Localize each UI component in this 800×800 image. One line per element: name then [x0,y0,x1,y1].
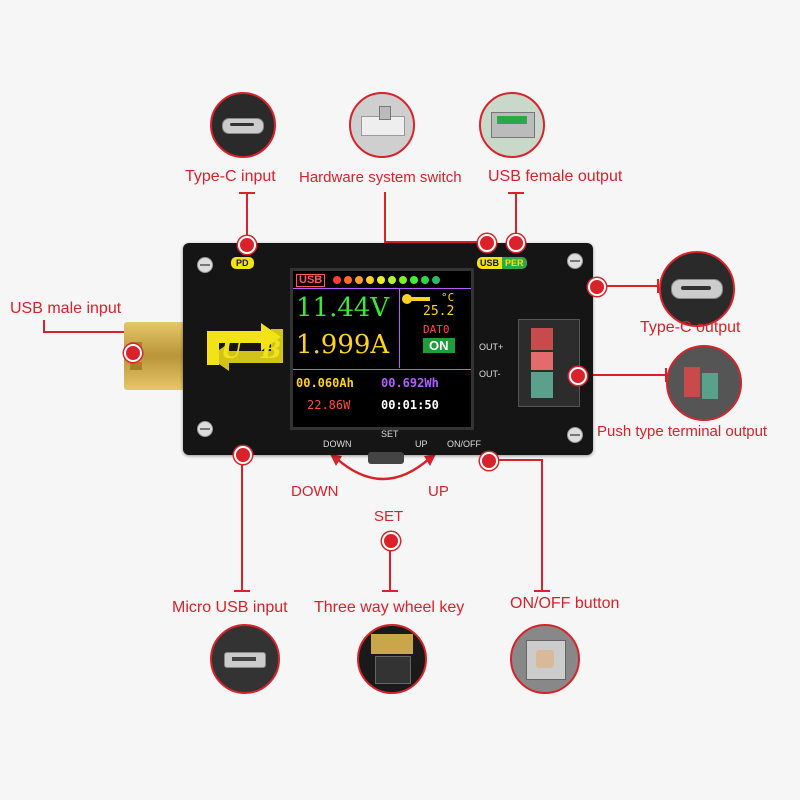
usb-logo-icon [207,323,283,371]
onoff-button-photo [510,624,580,694]
typec-output-dot [588,278,606,296]
data-mode: DAT0 [423,323,450,336]
usb-male-line-v [43,320,45,332]
level-indicator [333,276,440,284]
wheel-key-line-v [389,547,391,591]
down-silk-label: DOWN [323,439,352,449]
logo-letter-b: B [261,335,282,364]
temperature-readout: 25.2 [423,304,455,319]
voltage-readout: 11.44V [296,293,390,323]
hw-switch-line-h [384,241,486,243]
typec-input-line-v [246,192,248,244]
screw-icon [567,427,583,443]
energy-readout: 00.692Wh [381,376,439,390]
wheel-key-photo [357,624,427,694]
out-plus-label: OUT+ [479,342,504,352]
usb-female-output-label: USB female output [488,168,623,185]
out-minus-label: OUT- [479,369,501,379]
onoff-silk-label: ON/OFF [447,439,481,449]
hw-switch-dot [478,234,496,252]
up-silk-label: UP [415,439,428,449]
typec-input-label: Type-C input [185,168,276,185]
hw-switch-label: Hardware system switch [299,169,462,186]
typec-output-line-cap [657,279,659,293]
screw-icon [567,253,583,269]
per-badge-label: PER [502,257,527,269]
wheel-direction-arrow-icon [330,454,436,481]
typec-output-label: Type-C output [640,319,741,336]
up-label: UP [428,483,449,500]
temperature-unit: °C [441,291,455,304]
micro-usb-dot [234,446,252,464]
micro-usb-photo [210,624,280,694]
micro-usb-line-cap [234,590,250,592]
down-label: DOWN [291,483,339,500]
time-readout: 00:01:50 [381,398,439,412]
typec-input-photo [210,92,276,158]
usb-male-line-h [43,331,128,333]
usb-badge-label: USB [477,257,503,269]
hw-switch-photo [349,92,415,158]
set-silk-label: SET [381,429,399,439]
capacity-readout: 00.060Ah [296,376,354,390]
push-terminal-line-h [578,374,666,376]
usb-female-line-cap [508,192,524,194]
push-terminal-photo [666,345,742,421]
wheel-key-line-cap [382,590,398,592]
hw-switch-line-v [384,192,386,243]
onoff-dot [480,452,498,470]
micro-usb-input-label: Micro USB input [172,599,288,616]
onoff-line-h [488,459,543,461]
push-terminal-dot [569,367,587,385]
usb-female-line-v [515,192,517,240]
current-readout: 1.999A [296,330,390,360]
state-badge: ON [423,338,455,353]
onoff-line-cap [534,590,550,592]
push-terminal-label: Push type terminal output [597,423,768,440]
usb-per-dot [507,234,525,252]
screw-icon [197,421,213,437]
logo-letter-u: U [221,335,242,364]
set-label: SET [374,508,404,525]
wheel-key-label: Three way wheel key [314,599,465,616]
usb-male-dot [124,344,142,362]
thermometer-icon [402,294,430,304]
set-dot [382,532,400,550]
three-way-wheel-key[interactable] [368,452,404,464]
push-terminal[interactable] [518,319,580,407]
screw-icon [197,257,213,273]
pd-badge: PD [231,257,254,269]
pd-dot [238,236,256,254]
power-readout: 22.86W [307,398,351,412]
usb-male-input-label: USB male input [10,300,122,317]
onoff-button-label: ON/OFF button [510,595,620,612]
typec-output-line-h [598,285,658,287]
typec-input-line-cap [239,192,255,194]
typec-output-photo [659,251,735,327]
micro-usb-line-v [241,455,243,591]
onoff-line-v [541,459,543,591]
usb-per-badge: USB PER [477,257,527,269]
mode-badge: USB [296,274,326,287]
usb-female-photo [479,92,545,158]
lcd-screen: USB 11.44V 1.999A °C 25.2 DAT0 ON 00.060… [290,268,474,430]
